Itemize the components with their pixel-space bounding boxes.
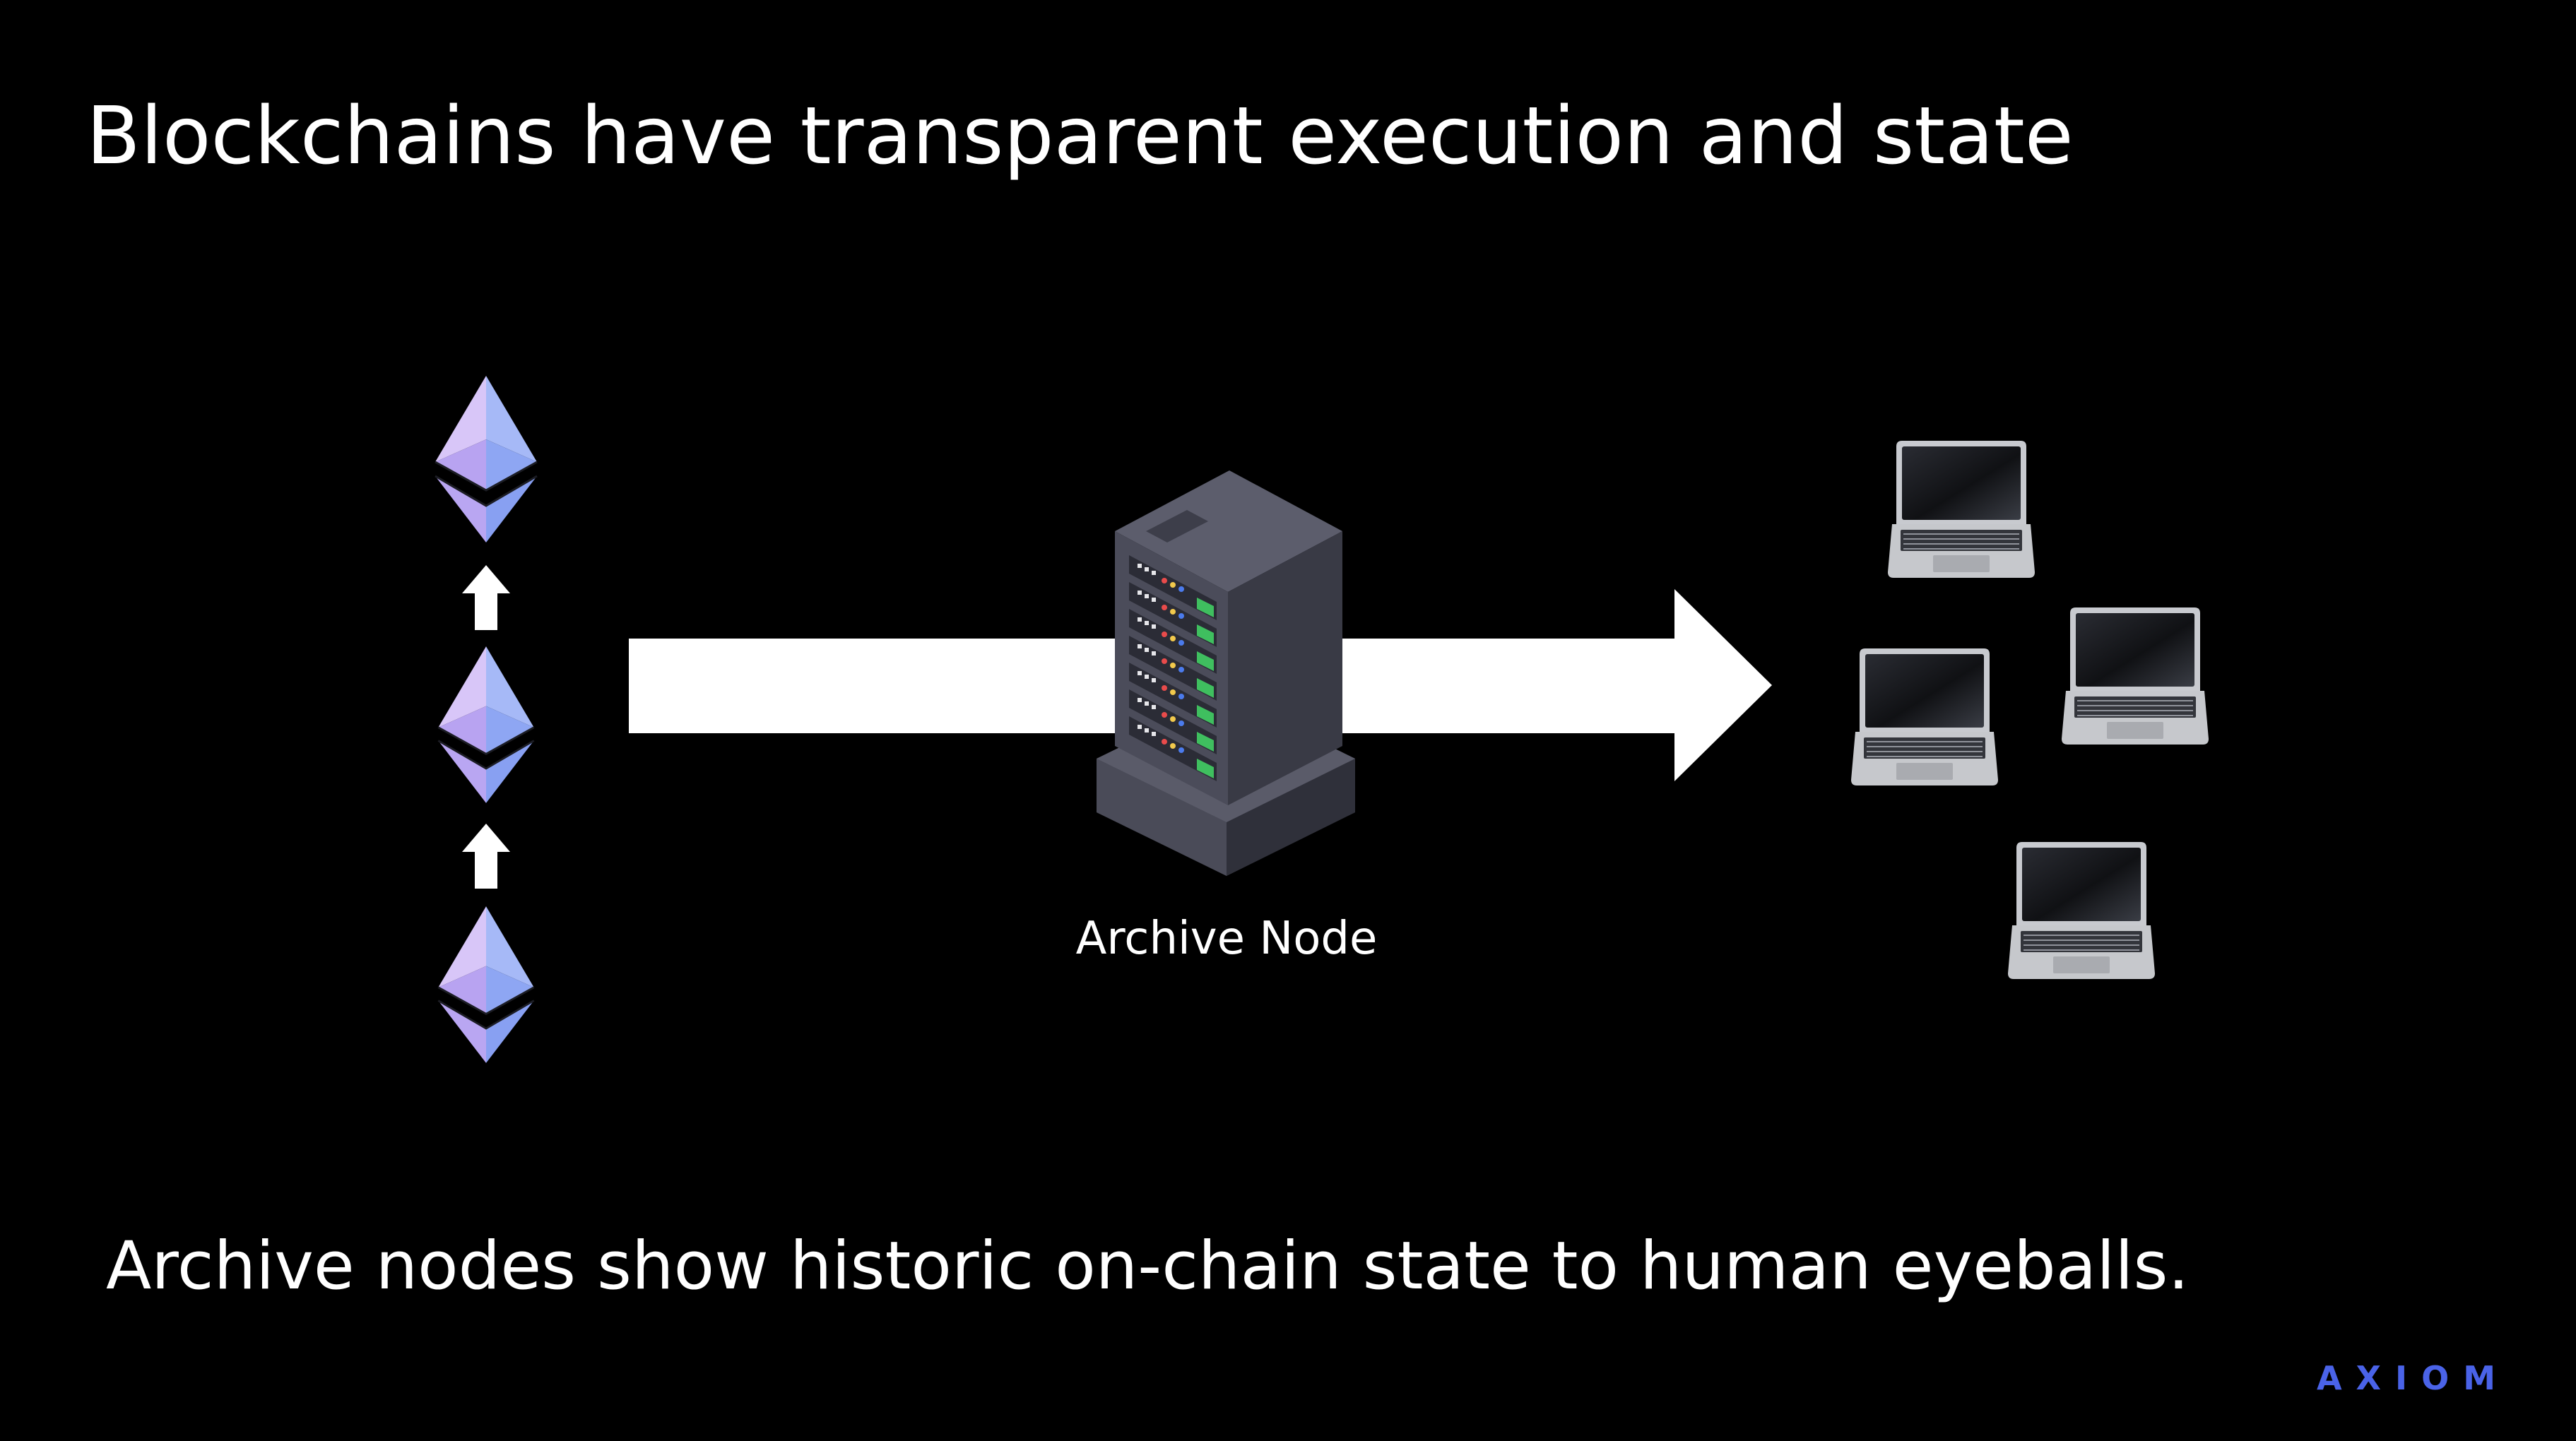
laptop-icon <box>1850 648 1999 786</box>
ethereum-icon <box>437 645 536 805</box>
ethereum-icon <box>434 374 538 544</box>
slide-title: Blockchains have transparent execution a… <box>86 90 2074 182</box>
ethereum-icon <box>437 905 536 1065</box>
client-laptops <box>1850 440 2209 980</box>
axiom-logo: AXIOM <box>2316 1359 2510 1397</box>
laptop-icon <box>2061 607 2209 745</box>
up-arrow-icon <box>462 565 510 630</box>
up-arrow-icon <box>462 824 510 889</box>
archive-node-label-text: Archive Node <box>1075 913 1378 965</box>
ethereum-chain <box>434 374 538 1065</box>
server-rack-icon <box>1097 470 1355 876</box>
slide-caption: Archive nodes show historic on-chain sta… <box>106 1228 2190 1305</box>
laptop-icon <box>1887 440 2036 579</box>
laptop-icon <box>2007 841 2156 980</box>
